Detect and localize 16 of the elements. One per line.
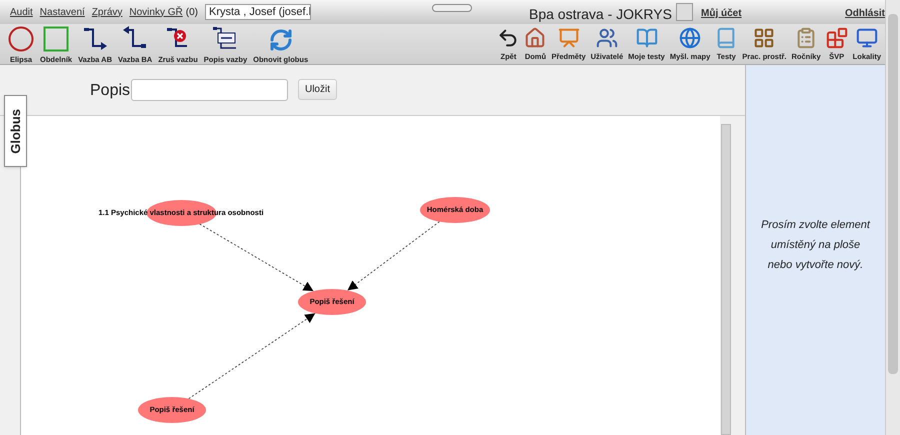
arrow <box>347 221 440 291</box>
side-tab: Globus <box>4 95 27 167</box>
link: Nastavení <box>40 6 85 20</box>
user-select: Krysta , Josef (josef.l <box>204 4 311 20</box>
link: Odhlásit <box>845 8 886 19</box>
app-title: Bpa ostrava - JOKRYS <box>529 5 672 24</box>
arrow <box>199 224 314 292</box>
field-label: Popis <box>90 81 130 101</box>
link: Audit <box>10 6 33 20</box>
count-text: (0) <box>186 6 198 20</box>
link: Novinky GŘ <box>129 5 183 20</box>
hint-text: Prosím zvolte element umístěný na ploše nebo vytvořte nový. <box>760 218 872 273</box>
arrow <box>188 312 316 400</box>
save-button: Uložit <box>298 79 337 100</box>
link: Zprávy <box>92 6 122 20</box>
link: Můj účet <box>701 8 742 19</box>
